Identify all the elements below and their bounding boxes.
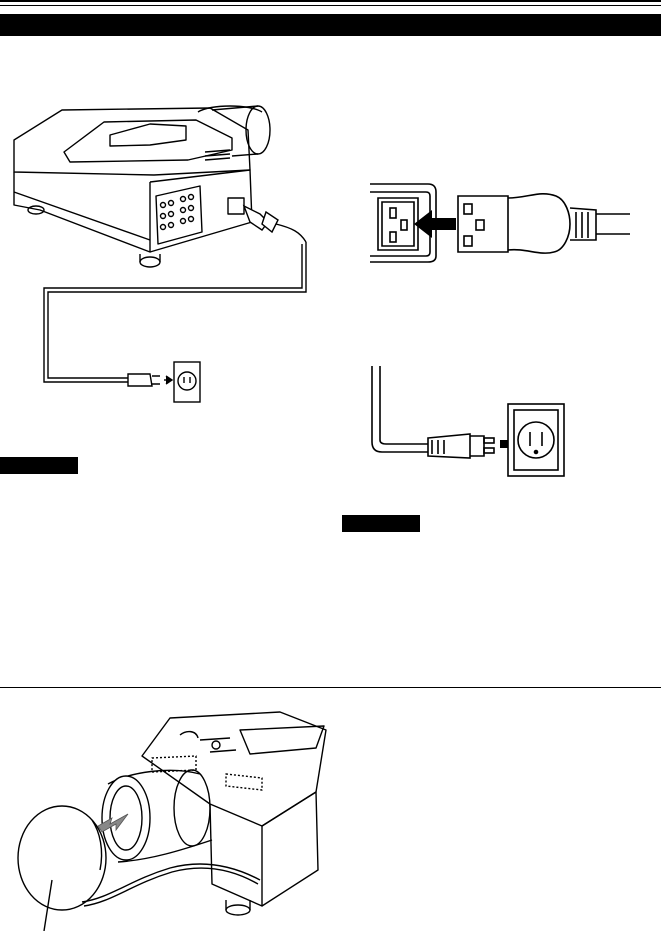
section-header-bar xyxy=(0,14,661,36)
projector-lens-icon xyxy=(101,711,327,916)
power-cord-icon xyxy=(43,204,307,387)
ac-inlet-icon xyxy=(370,183,437,263)
section-divider xyxy=(0,687,661,688)
caution-label-right xyxy=(342,515,420,532)
lens-cap-icon xyxy=(17,805,261,931)
top-rule-2 xyxy=(0,5,661,6)
power-plug-icon xyxy=(371,366,495,459)
caution-label-left xyxy=(0,457,78,474)
top-rule-1 xyxy=(0,0,661,2)
insert-arrow-icon xyxy=(414,210,456,238)
wall-outlet-icon xyxy=(173,361,201,403)
power-plug-icon xyxy=(457,192,630,254)
wall-outlet-icon xyxy=(507,403,565,477)
projector-icon xyxy=(13,105,271,268)
remove-arrow-icon xyxy=(97,813,129,833)
